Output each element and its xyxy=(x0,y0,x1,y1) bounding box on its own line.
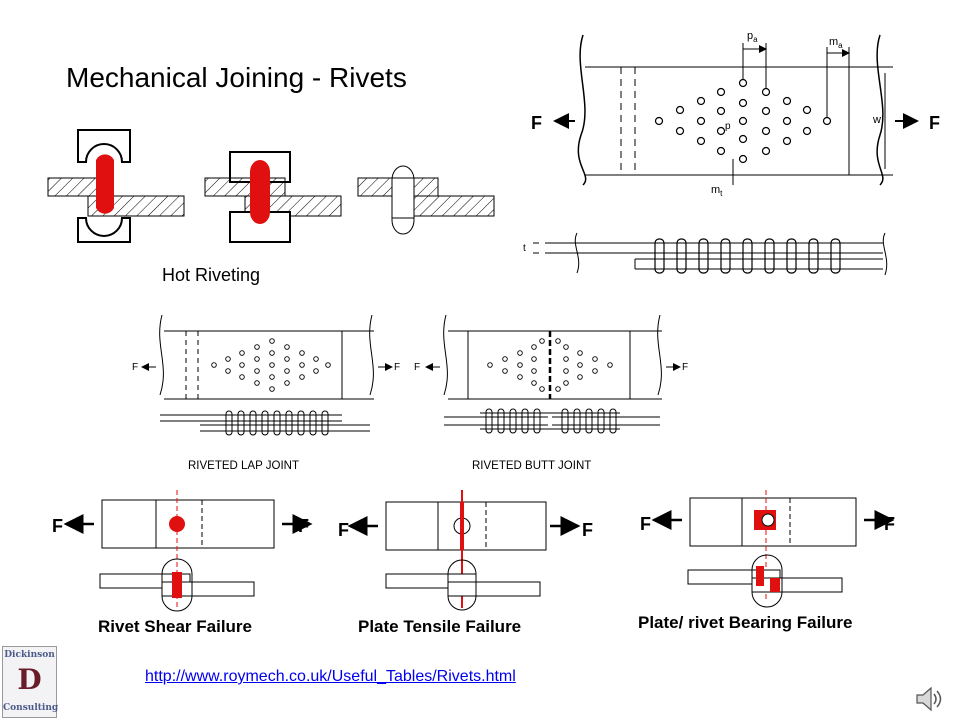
slide-title: Mechanical Joining - Rivets xyxy=(66,62,407,93)
butt-joint-caption: RIVETED BUTT JOINT xyxy=(472,460,591,472)
speaker-icon[interactable] xyxy=(914,684,944,714)
rivet-shear-failure-diagram: F F Rivet Shear Failure xyxy=(52,490,313,636)
lap-force-right: F xyxy=(394,362,400,373)
force-left: F xyxy=(531,113,542,133)
hot-riveting-label: Hot Riveting xyxy=(162,265,261,285)
plate-tensile-failure-diagram: F F Plate Tensile Failure xyxy=(338,490,593,636)
bearing-failure-diagram: F F Plate/ rivet Bearing Failure xyxy=(638,490,895,632)
riveting-stage-2 xyxy=(204,151,342,243)
dickinson-logo: Dickinson D Consulting xyxy=(2,646,59,718)
w-label: w xyxy=(872,114,881,126)
lap-joint-diagram: F F RIVETED LAP JOINT xyxy=(132,314,400,472)
tensile-force-right: F xyxy=(582,520,593,540)
rivet-pattern xyxy=(654,78,832,164)
logo-monogram: D xyxy=(17,663,42,696)
lap-force-left: F xyxy=(132,362,138,373)
p-label: p xyxy=(725,121,731,132)
rivet-side-row xyxy=(654,238,841,274)
reference-link[interactable]: http://www.roymech.co.uk/Useful_Tables/R… xyxy=(145,668,516,685)
bearing-force-right: F xyxy=(884,514,895,534)
mt-label: mt xyxy=(711,184,723,198)
bearing-force-left: F xyxy=(640,514,651,534)
ma-label: ma xyxy=(829,36,843,50)
tensile-caption: Plate Tensile Failure xyxy=(358,617,521,636)
pa-label: pa xyxy=(747,30,758,44)
shear-force-right: F xyxy=(298,516,309,536)
logo-line-1: Dickinson xyxy=(4,650,55,660)
riveting-stage-3 xyxy=(357,165,495,235)
t-label: t xyxy=(523,243,526,254)
butt-force-left: F xyxy=(414,362,420,373)
bearing-caption: Plate/ rivet Bearing Failure xyxy=(638,613,852,632)
shear-force-left: F xyxy=(52,516,63,536)
lap-joint-caption: RIVETED LAP JOINT xyxy=(188,460,299,472)
riveting-stage-1 xyxy=(47,129,185,243)
butt-joint-diagram: F F RIVETED BUTT JOINT xyxy=(414,314,688,472)
force-right: F xyxy=(929,113,940,133)
tensile-force-left: F xyxy=(338,520,349,540)
butt-force-right: F xyxy=(682,362,688,373)
hot-riveting-diagram xyxy=(47,129,495,243)
logo-line-3: Consulting xyxy=(3,703,59,713)
shear-caption: Rivet Shear Failure xyxy=(98,617,252,636)
riveted-joint-diagram: pa ma p mt w F F t xyxy=(523,30,940,276)
